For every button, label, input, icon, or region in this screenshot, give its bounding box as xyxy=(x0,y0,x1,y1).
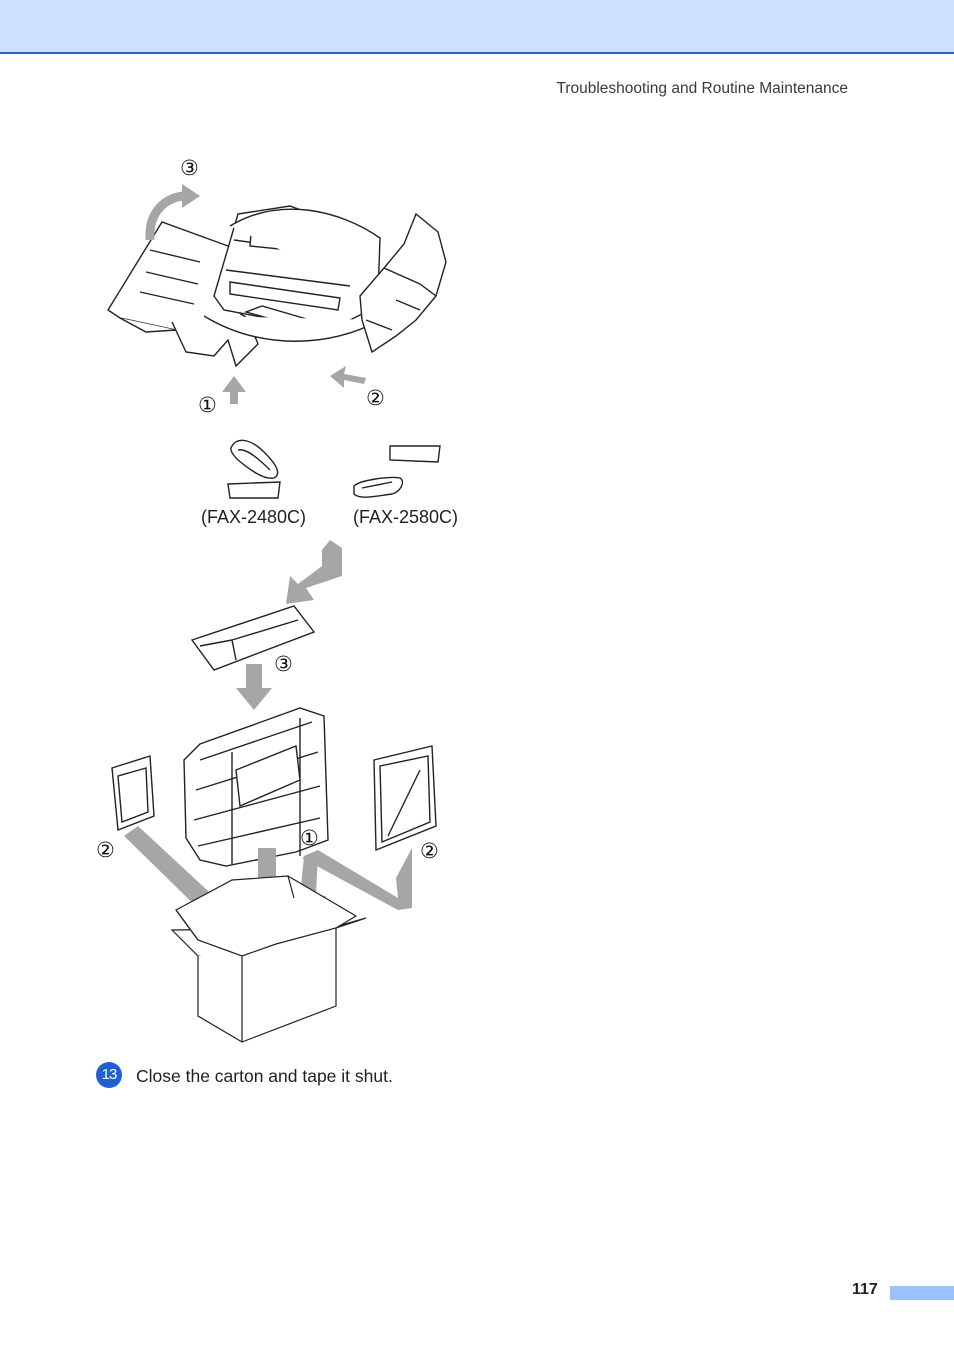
diagonal-arrow-icon xyxy=(286,540,342,604)
side-bags xyxy=(111,745,437,852)
running-header: Troubleshooting and Routine Maintenance xyxy=(556,80,848,97)
callout-3-top: ③ xyxy=(180,156,199,180)
top-tray xyxy=(190,605,316,671)
callout-3-bottom: ③ xyxy=(274,652,293,676)
up-arrow-icon xyxy=(222,376,246,404)
step-number-badge: 13 xyxy=(96,1062,122,1088)
down-arrow-icon xyxy=(236,664,272,710)
callout-2-top: ② xyxy=(366,386,385,410)
callout-1-bottom: ① xyxy=(300,826,319,850)
page-number: 117 xyxy=(852,1281,878,1298)
left-arrow-icon xyxy=(330,366,366,388)
curved-arrow-icon xyxy=(145,191,187,241)
header-band xyxy=(0,0,954,54)
callout-2-bottom-right: ② xyxy=(420,839,439,863)
carton-box xyxy=(170,875,367,1043)
packing-parts xyxy=(227,439,441,499)
packed-machine xyxy=(183,707,329,867)
machine-with-packing-pieces xyxy=(107,205,447,368)
step-instruction: Close the carton and tape it shut. xyxy=(136,1066,393,1086)
callout-1-top: ① xyxy=(198,393,217,417)
model-label-fax-2580c: (FAX-2580C) xyxy=(353,507,459,527)
callout-2-bottom-left: ② xyxy=(96,838,115,862)
page-tab-marker xyxy=(890,1286,954,1300)
model-label-fax-2480c: (FAX-2480C) xyxy=(201,507,307,527)
